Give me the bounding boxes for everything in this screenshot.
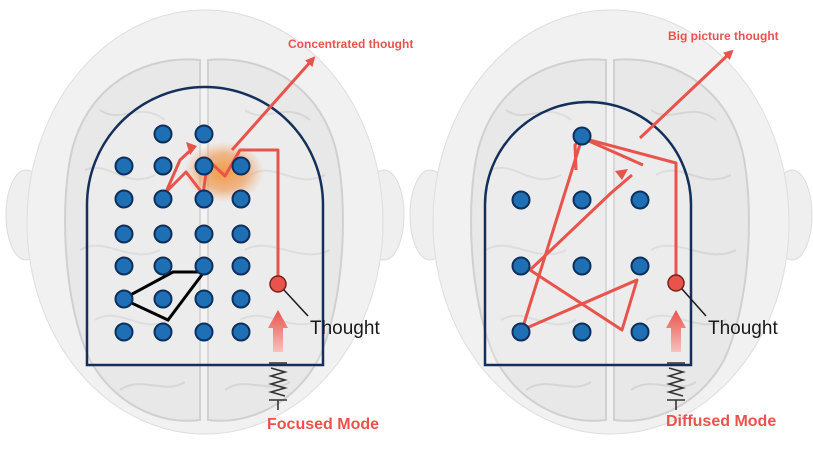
pinball-dot-icon: [153, 189, 173, 209]
pinball-dot-icon: [194, 224, 214, 244]
pinball-dot-icon: [194, 124, 214, 144]
pinball-dot-icon: [572, 256, 592, 276]
pinball-dot-icon: [630, 190, 650, 210]
diffused-mode-label: Diffused Mode: [666, 413, 776, 430]
pinball-dot-icon: [630, 322, 650, 342]
pinball-dot-icon: [194, 156, 214, 176]
launch-arrow: [268, 310, 288, 352]
pinball-dot-icon: [153, 256, 173, 276]
diffused-thought-path: [520, 136, 678, 332]
pinball-dot-icon: [511, 256, 531, 276]
thought-label: Thought: [310, 318, 380, 339]
pinball-dot-icon: [153, 289, 173, 309]
pinball-dot-icon: [114, 224, 134, 244]
pinball-dots-diffused: [511, 126, 650, 342]
pinball-dot-icon: [572, 322, 592, 342]
pinball-dot-icon: [114, 322, 134, 342]
pinball-dot-icon: [153, 224, 173, 244]
thought-pointer: [681, 288, 707, 317]
pinball-dot-icon: [231, 156, 251, 176]
launch-arrow: [666, 310, 686, 352]
pinball-dot-icon: [194, 256, 214, 276]
pinball-dot-icon: [153, 124, 173, 144]
pinball-dot-icon: [153, 322, 173, 342]
concentrated-thought-label: Concentrated thought: [288, 37, 413, 51]
diffused-path-arrowhead: [615, 169, 628, 180]
pinball-dot-icon: [153, 156, 173, 176]
pinball-dot-icon: [231, 189, 251, 209]
pinball-dot-icon: [194, 322, 214, 342]
pinball-dot-icon: [114, 289, 134, 309]
pinball-dot-icon: [114, 189, 134, 209]
pinball-dot-icon: [114, 156, 134, 176]
big-picture-thought-arrow: [638, 49, 734, 140]
diffused-mode-panel: Big picture thought Thought Diffused Mod…: [409, 9, 813, 435]
thought-label: Thought: [708, 318, 778, 339]
pinball-dot-icon: [231, 322, 251, 342]
pinball-board: [483, 100, 693, 367]
pinball-dots-focused: [114, 124, 251, 342]
focused-path-arrowhead: [186, 142, 197, 155]
pinball-dot-icon: [572, 126, 592, 146]
big-picture-thought-label: Big picture thought: [668, 29, 779, 43]
pinball-dot-icon: [114, 256, 134, 276]
pinball-dot-icon: [511, 322, 531, 342]
pinball-dot-icon: [194, 189, 214, 209]
focused-mode-label: Focused Mode: [267, 416, 379, 433]
pinball-dot-icon: [630, 256, 650, 276]
pinball-dot-icon: [231, 224, 251, 244]
thought-ball: [667, 274, 685, 292]
focused-mode-panel: Concentrated thought Thought Focused Mod…: [5, 9, 413, 435]
pinball-dot-icon: [572, 190, 592, 210]
pinball-dot-icon: [511, 190, 531, 210]
pinball-dot-icon: [231, 289, 251, 309]
spring-icon: [268, 362, 288, 410]
pinball-dot-icon: [194, 289, 214, 309]
pinball-dot-icon: [231, 256, 251, 276]
concentrated-thought-arrow: [230, 56, 316, 151]
thought-pointer: [283, 289, 309, 317]
thought-ball: [269, 275, 287, 293]
spring-icon: [666, 362, 686, 410]
